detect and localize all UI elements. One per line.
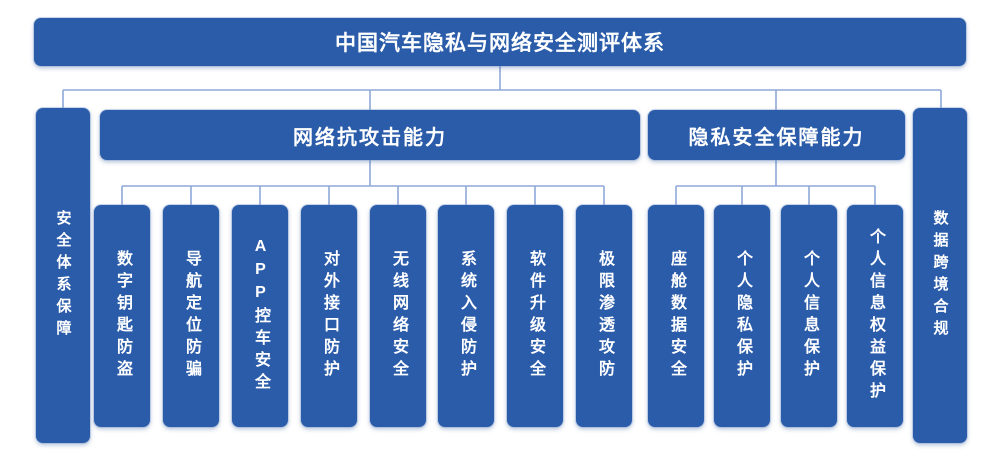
page-title: 中国汽车隐私与网络安全测评体系 [335,32,665,55]
pillar-label: 数字钥匙防盗 [114,250,131,382]
pillar-system-intrusion-protection: 系统入侵防护 [438,205,494,427]
pillar-label: 无线网络安全 [390,250,407,382]
group-header-label: 网络抗攻击能力 [293,126,447,149]
pillar-label: 极限渗透攻防 [596,250,613,382]
rail-label: 数据跨境合规 [931,209,949,342]
pillar-wireless-network-security: 无线网络安全 [370,205,426,427]
pillar-navigation-positioning-antifraud: 导航定位防骗 [163,205,219,427]
pillar-label: 座舱数据安全 [668,250,685,382]
pillar-label: 系统入侵防护 [458,250,475,382]
pillar-digital-key-antitheft: 数字钥匙防盗 [94,205,150,427]
diagram-title-banner: 中国汽车隐私与网络安全测评体系 [34,18,966,66]
pillar-personal-information-rights-protection: 个人信息权益保护 [847,205,903,427]
group-header-network-attack-resistance: 网络抗攻击能力 [100,110,640,160]
pillar-label: 对外接口防护 [321,250,338,382]
pillar-label: APP控车安全 [252,237,269,395]
pillar-personal-privacy-protection: 个人隐私保护 [714,205,770,427]
pillar-label: 软件升级安全 [527,250,544,382]
pillar-software-upgrade-security: 软件升级安全 [507,205,563,427]
pillar-cockpit-data-security: 座舱数据安全 [648,205,704,427]
pillar-external-interface-protection: 对外接口防护 [301,205,357,427]
group-header-label: 隐私安全保障能力 [688,126,865,149]
rail-label: 安全体系保障 [54,209,72,342]
pillar-personal-information-protection: 个人信息保护 [781,205,837,427]
pillar-label: 个人信息保护 [801,250,818,382]
pillar-label: 个人信息权益保护 [867,228,884,404]
rail-security-system-assurance: 安全体系保障 [36,108,90,443]
pillar-label: 导航定位防骗 [183,250,200,382]
group-header-privacy-assurance: 隐私安全保障能力 [648,110,905,160]
pillar-app-vehicle-control-security: APP控车安全 [232,205,288,427]
rail-data-crossborder-compliance: 数据跨境合规 [913,108,967,443]
pillar-label: 个人隐私保护 [734,250,751,382]
pillar-extreme-penetration-testing: 极限渗透攻防 [576,205,632,427]
